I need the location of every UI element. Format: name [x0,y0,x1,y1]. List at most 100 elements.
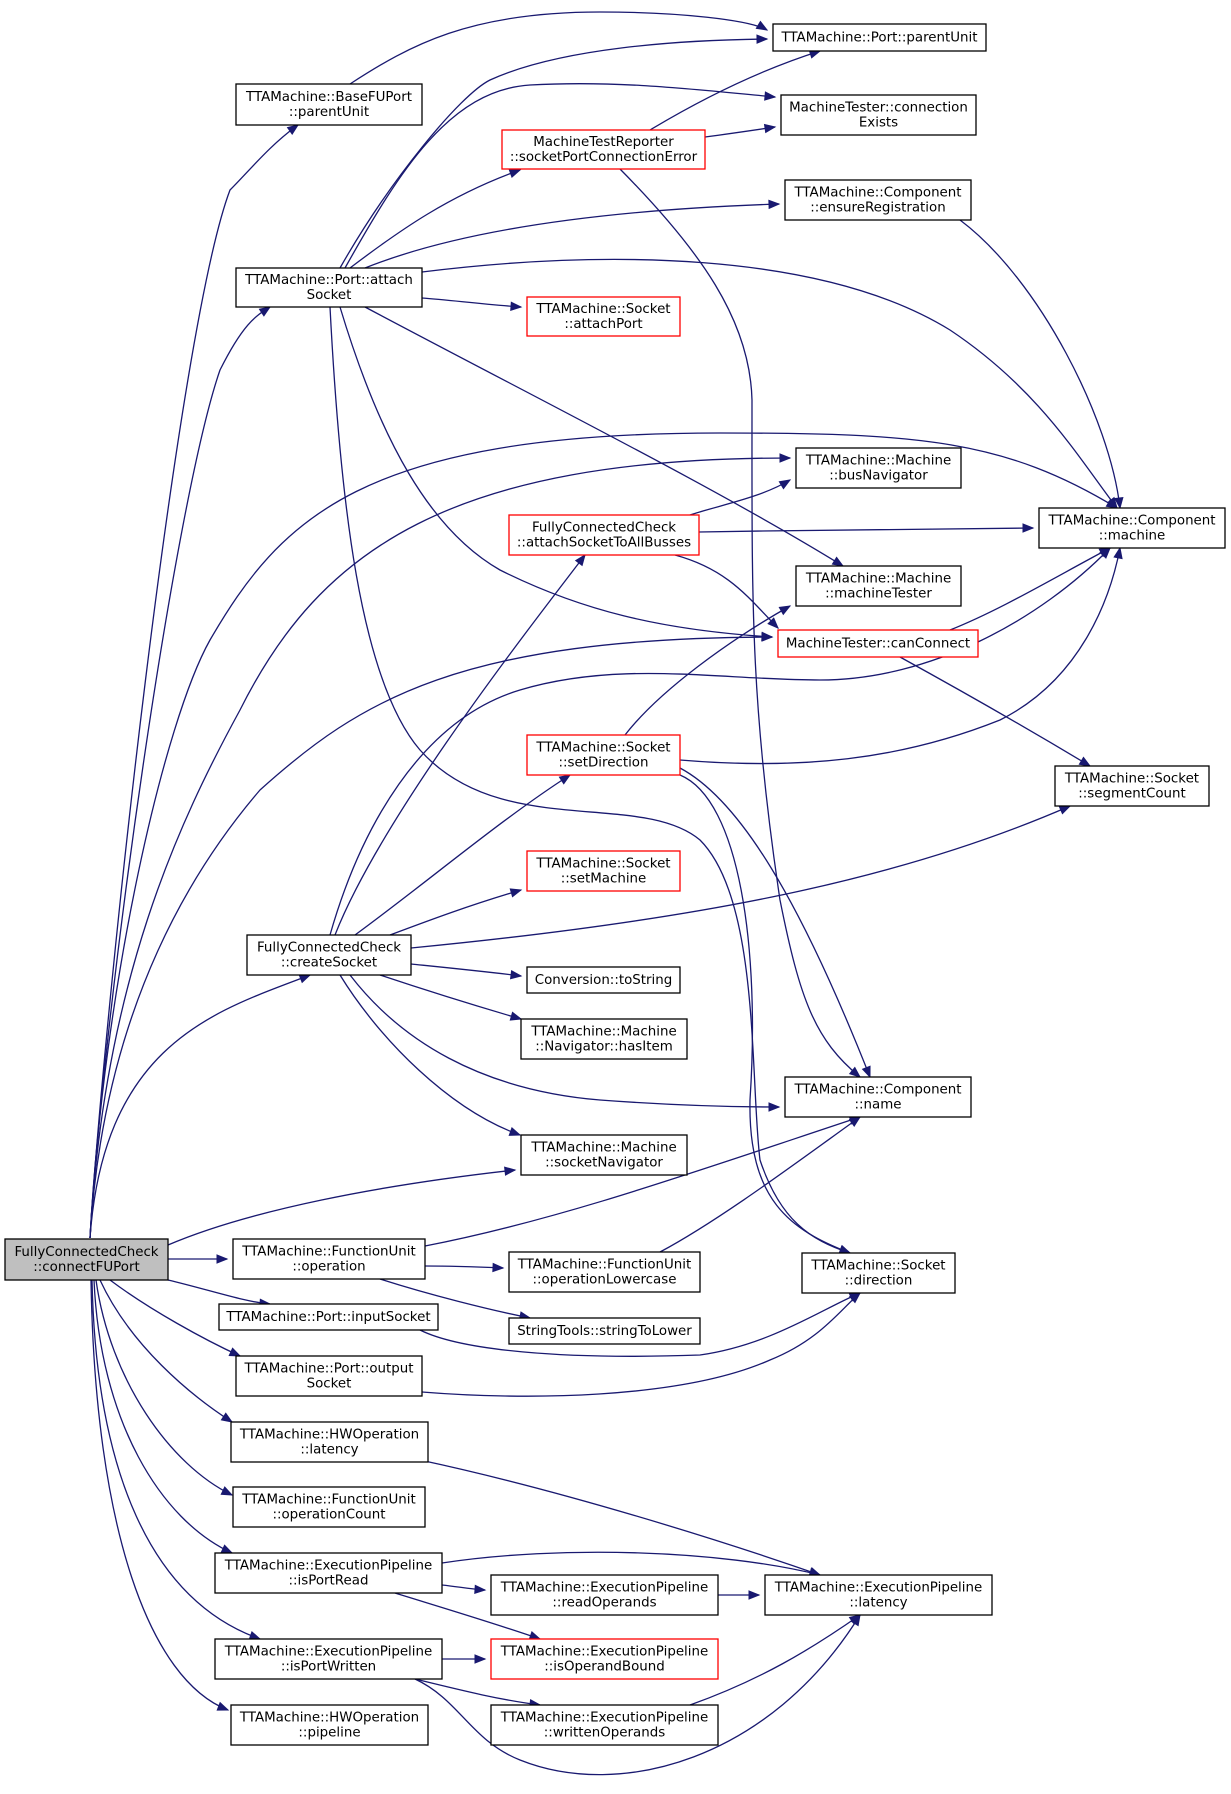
node-label: TTAMachine::Machine [530,1141,676,1156]
node-inputSocket[interactable]: TTAMachine::Port::inputSocket [218,1303,439,1331]
node-label: TTAMachine::Socket [535,857,670,872]
node-label: TTAMachine::Socket [535,302,670,317]
node-canConnect[interactable]: MachineTester::canConnect [777,629,979,658]
arrowhead [764,91,777,101]
node-baseFUPort_parentUnit[interactable]: TTAMachine::BaseFUPort::parentUnit [235,83,423,126]
arrowhead [248,1631,262,1640]
edge-socketPortConnectionError-to-connectionExists [704,123,777,138]
node-writtenOperands[interactable]: TTAMachine::ExecutionPipeline::writtenOp… [490,1704,719,1746]
edge-isPortRead-to-isOperandBound [394,1592,542,1641]
node-label: TTAMachine::Machine [805,572,951,587]
node-box [246,934,412,976]
node-box [508,1317,701,1345]
node-operationLowercase[interactable]: TTAMachine::FunctionUnit::operationLower… [508,1251,701,1293]
node-label: ::isOperandBound [544,1660,665,1675]
edge-createSocket-to-navigator_hasItem [379,974,523,1021]
arrowhead [861,1065,871,1079]
node-box [520,1018,688,1060]
node-isPortWritten[interactable]: TTAMachine::ExecutionPipeline::isPortWri… [214,1638,443,1680]
arrowhead [831,556,845,567]
node-label: ::Navigator::hasItem [535,1040,672,1055]
node-label: MachineTester::connection [789,101,968,116]
node-label: ::pipeline [298,1726,360,1741]
node-ensureRegistration[interactable]: TTAMachine::Component::ensureRegistratio… [784,179,972,221]
node-setMachine[interactable]: TTAMachine::Socket::setMachine [526,850,681,892]
arrowhead [1114,497,1124,510]
arrowhead [258,306,272,317]
arrowhead [763,123,777,134]
node-isPortRead[interactable]: TTAMachine::ExecutionPipeline::isPortRea… [214,1552,443,1594]
node-label: FullyConnectedCheck [532,521,676,536]
node-isOperandBound[interactable]: TTAMachine::ExecutionPipeline::isOperand… [490,1638,719,1680]
node-hwop_pipeline[interactable]: TTAMachine::HWOperation::pipeline [230,1704,429,1746]
node-fu_operation[interactable]: TTAMachine::FunctionUnit::operation [232,1238,426,1280]
node-box [780,94,977,136]
node-label: ::parentUnit [289,105,369,120]
node-machineTester[interactable]: TTAMachine::Machine::machineTester [795,565,962,607]
edge-isPortWritten-to-writtenOperands [414,1678,542,1709]
node-readOperands[interactable]: TTAMachine::ExecutionPipeline::readOpera… [490,1574,719,1616]
node-label: ::setMachine [561,872,647,887]
node-box [764,1574,993,1616]
edge-port_attachSocket-to-component_machine [421,258,1118,510]
arrowhead [1022,523,1035,533]
arrowhead [778,605,792,616]
edge-layer [89,11,1124,1776]
arrowhead [1099,547,1111,559]
edge-root-to-hwop_latency [99,1279,234,1423]
node-navigator_hasItem[interactable]: TTAMachine::Machine::Navigator::hasItem [520,1018,688,1060]
edge-root-to-baseFUPort_parentUnit [89,124,300,1239]
node-socket_attachPort[interactable]: TTAMachine::Socket::attachPort [526,296,681,337]
node-label: Exists [859,116,898,131]
arrowhead [768,1102,781,1112]
arrowhead [755,20,769,31]
node-socketNavigator[interactable]: TTAMachine::Machine::socketNavigator [520,1134,688,1176]
edge-ensureRegistration-to-component_machine [959,219,1124,510]
node-port_attachSocket[interactable]: TTAMachine::Port::attachSocket [235,267,423,308]
node-socketPortConnectionError[interactable]: MachineTestReporter::socketPortConnectio… [501,129,706,170]
arrowhead [474,1654,487,1664]
node-segmentCount[interactable]: TTAMachine::Socket::segmentCount [1054,765,1210,807]
node-label: TTAMachine::Port::attach [244,273,413,288]
node-root[interactable]: FullyConnectedCheck::connectFUPort [4,1238,169,1281]
arrowhead [220,1412,234,1423]
node-attachSocketToAllBusses[interactable]: FullyConnectedCheck::attachSocketToAllBu… [508,514,700,556]
node-label: ::machine [1099,529,1166,544]
node-label: ::ensureRegistration [810,201,945,216]
node-box [214,1638,443,1680]
arrowhead [509,969,523,980]
edge-port_attachSocket-to-machineTester [364,306,845,567]
arrowhead [767,617,779,629]
edge-attachSocketToAllBusses-to-busNavigator [689,479,792,516]
edge-port_attachSocket-to-canConnect [339,306,774,642]
node-toString[interactable]: Conversion::toString [526,966,681,994]
node-socket_direction[interactable]: TTAMachine::Socket::direction [801,1252,956,1294]
node-label: ::isPortRead [289,1574,369,1589]
node-label: FullyConnectedCheck [257,941,401,956]
node-label: ::socketPortConnectionError [510,150,698,165]
edge-isPortWritten-to-isOperandBound [442,1654,487,1664]
node-box [490,1638,719,1680]
node-setDirection[interactable]: TTAMachine::Socket::setDirection [526,734,681,776]
node-hwop_latency[interactable]: TTAMachine::HWOperation::latency [230,1421,429,1463]
node-port_parentUnit[interactable]: TTAMachine::Port::parentUnit [772,23,987,52]
edge-port_attachSocket-to-ensureRegistration [364,199,781,269]
node-component_name[interactable]: TTAMachine::Component::name [784,1076,972,1118]
node-ep_latency[interactable]: TTAMachine::ExecutionPipeline::latency [764,1574,993,1616]
node-operationCount[interactable]: TTAMachine::FunctionUnit::operationCount [232,1486,426,1528]
edge-outputSocket-to-socket_direction [421,1292,862,1397]
edge-attachSocketToAllBusses-to-component_machine [698,523,1035,533]
node-label: Socket [307,1377,352,1392]
node-box [235,1355,423,1397]
arrowhead [574,553,586,567]
arrowhead [848,1116,862,1127]
arrowhead [748,1590,761,1600]
node-component_machine[interactable]: TTAMachine::Component::machine [1038,507,1226,549]
node-createSocket[interactable]: FullyConnectedCheck::createSocket [246,934,412,976]
node-box [526,850,681,892]
node-busNavigator[interactable]: TTAMachine::Machine::busNavigator [795,447,962,489]
node-box [214,1552,443,1594]
node-stringToLower[interactable]: StringTools::stringToLower [508,1317,701,1345]
